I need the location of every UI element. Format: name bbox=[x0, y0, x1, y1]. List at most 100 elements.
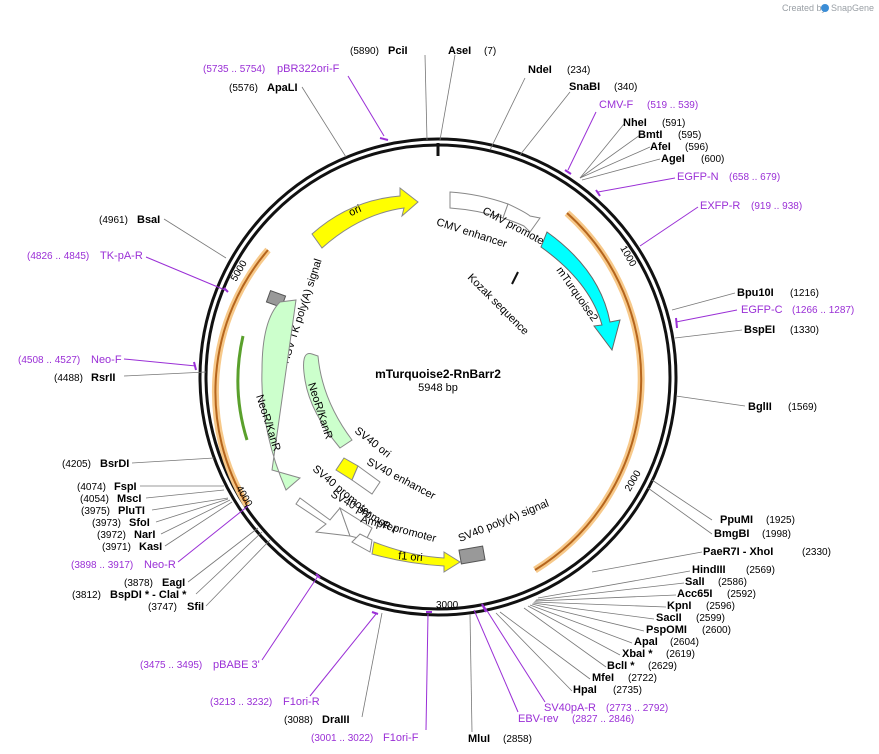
enzyme-pos: (2619) bbox=[666, 649, 695, 660]
primer-range: (3898 .. 3917) bbox=[71, 560, 133, 571]
feature-ori[interactable] bbox=[311, 186, 419, 249]
feature-cmv-promoter[interactable] bbox=[502, 203, 541, 233]
primer-name[interactable]: Neo-R bbox=[144, 559, 176, 571]
feature-neokanr-outer[interactable] bbox=[261, 299, 302, 491]
primer-name[interactable]: F1ori-R bbox=[283, 696, 320, 708]
primer-name[interactable]: CMV-F bbox=[599, 99, 634, 111]
enzyme-name[interactable]: KasI bbox=[139, 541, 162, 553]
primer-name[interactable]: Neo-F bbox=[91, 354, 122, 366]
plasmid-size: 5948 bp bbox=[418, 382, 458, 394]
feature-f1-ori[interactable] bbox=[371, 541, 461, 573]
feature-mturquoise2[interactable] bbox=[540, 231, 621, 352]
enzyme-pos: (2569) bbox=[746, 565, 775, 576]
primer-range: (519 .. 539) bbox=[647, 100, 698, 111]
feature-sv40-enhancer[interactable] bbox=[351, 465, 381, 495]
feature-kozak[interactable] bbox=[511, 271, 519, 285]
enzyme-name[interactable]: HpaI bbox=[573, 684, 597, 696]
enzyme-pos: (3972) bbox=[97, 530, 126, 541]
enzyme-name[interactable]: PluTI bbox=[118, 505, 145, 517]
enzyme-name[interactable]: ApaI bbox=[634, 636, 658, 648]
primer-name[interactable]: EGFP-N bbox=[677, 171, 719, 183]
backbone-outer-strand bbox=[198, 137, 678, 617]
primer-range: (3001 .. 3022) bbox=[311, 733, 373, 744]
primer-name[interactable]: pBR322ori-F bbox=[277, 63, 340, 75]
enzyme-name[interactable]: PpuMI bbox=[720, 514, 753, 526]
enzyme-name[interactable]: SfiI bbox=[187, 601, 204, 613]
feature-ampr-promoter[interactable] bbox=[351, 533, 373, 553]
enzyme-name[interactable]: PciI bbox=[388, 45, 408, 57]
enzyme-pos: (1330) bbox=[790, 325, 819, 336]
primer-leaders bbox=[123, 75, 738, 731]
enzyme-pos: (1925) bbox=[766, 515, 795, 526]
primer-range: (1266 .. 1287) bbox=[792, 305, 854, 316]
enzyme-name[interactable]: PaeR7I - XhoI bbox=[703, 546, 773, 558]
primer-name[interactable]: F1ori-F bbox=[383, 732, 419, 744]
enzyme-name[interactable]: KpnI bbox=[667, 600, 691, 612]
enzyme-name[interactable]: MscI bbox=[117, 493, 141, 505]
enzyme-name[interactable]: NarI bbox=[134, 529, 155, 541]
enzyme-name[interactable]: BglII bbox=[748, 401, 772, 413]
plasmid-name: mTurquoise2-RnBarr2 bbox=[375, 367, 501, 381]
enzyme-labels: (5890) PciI AseI (7) NdeI (234) SnaBI (3… bbox=[54, 45, 831, 745]
feature-neokanr-inner[interactable] bbox=[303, 353, 353, 449]
feature-label-f1-ori: f1 ori bbox=[398, 550, 423, 564]
enzyme-pos: (2629) bbox=[648, 661, 677, 672]
enzyme-name[interactable]: BsaI bbox=[137, 214, 160, 226]
enzyme-name[interactable]: BclI * bbox=[607, 660, 635, 672]
enzyme-name[interactable]: FspI bbox=[114, 481, 137, 493]
enzyme-name[interactable]: BspEI bbox=[744, 324, 775, 336]
enzyme-name[interactable]: HindIII bbox=[692, 564, 726, 576]
enzyme-pos: (4961) bbox=[99, 215, 128, 226]
enzyme-pos: (234) bbox=[567, 65, 590, 76]
enzyme-name[interactable]: SnaBI bbox=[569, 81, 600, 93]
enzyme-name[interactable]: ApaLI bbox=[267, 82, 298, 94]
enzyme-name[interactable]: MfeI bbox=[592, 672, 614, 684]
enzyme-name[interactable]: SacII bbox=[656, 612, 682, 624]
enzyme-name[interactable]: AfeI bbox=[650, 141, 671, 153]
enzyme-pos: (3878) bbox=[124, 578, 153, 589]
primer-name[interactable]: EGFP-C bbox=[741, 304, 783, 316]
enzyme-pos: (596) bbox=[685, 142, 708, 153]
enzyme-name[interactable]: Acc65I bbox=[677, 588, 712, 600]
enzyme-name[interactable]: AgeI bbox=[661, 153, 685, 165]
enzyme-name[interactable]: DraIII bbox=[322, 714, 350, 726]
primer-labels: (5735 .. 5754) pBR322ori-F CMV-F (519 ..… bbox=[18, 63, 854, 744]
primer-range: (2773 .. 2792) bbox=[606, 703, 668, 714]
primer-name[interactable]: TK-pA-R bbox=[100, 250, 143, 262]
primer-name[interactable]: pBABE 3' bbox=[213, 659, 260, 671]
feature-label-sv40-ori: SV40 ori bbox=[352, 425, 393, 460]
enzyme-name[interactable]: BmgBI bbox=[714, 528, 749, 540]
enzyme-name[interactable]: PspOMI bbox=[646, 624, 687, 636]
enzyme-pos: (2600) bbox=[702, 625, 731, 636]
primer-range: (3475 .. 3495) bbox=[140, 660, 202, 671]
enzyme-pos: (2599) bbox=[696, 613, 725, 624]
enzyme-name[interactable]: EagI bbox=[162, 577, 185, 589]
feature-sv40-polya[interactable] bbox=[458, 545, 486, 565]
enzyme-name[interactable]: SfoI bbox=[129, 517, 150, 529]
enzyme-name[interactable]: BsrDI bbox=[100, 458, 129, 470]
primer-range: (4826 .. 4845) bbox=[27, 251, 89, 262]
enzyme-name[interactable]: SalI bbox=[685, 576, 705, 588]
enzyme-pos: (4205) bbox=[62, 459, 91, 470]
credit-brand: SnapGene bbox=[831, 3, 874, 13]
enzyme-name[interactable]: MluI bbox=[468, 733, 490, 745]
enzyme-name[interactable]: XbaI * bbox=[622, 648, 653, 660]
enzyme-name[interactable]: RsrII bbox=[91, 372, 115, 384]
enzyme-name[interactable]: NdeI bbox=[528, 64, 552, 76]
primer-range: (2827 .. 2846) bbox=[572, 714, 634, 725]
primer-name[interactable]: SV40pA-R bbox=[544, 702, 596, 714]
enzyme-name[interactable]: NheI bbox=[623, 117, 647, 129]
enzyme-name[interactable]: BspDI * - ClaI * bbox=[110, 589, 187, 601]
enzyme-pos: (5890) bbox=[350, 46, 379, 57]
primer-name[interactable]: EBV-rev bbox=[518, 713, 559, 725]
enzyme-name[interactable]: BmtI bbox=[638, 129, 662, 141]
primer-name[interactable]: EXFP-R bbox=[700, 200, 740, 212]
feature-sv40-promoter-outer[interactable] bbox=[295, 497, 351, 537]
enzyme-name[interactable]: AseI bbox=[448, 45, 471, 57]
enzyme-pos: (3088) bbox=[284, 715, 313, 726]
enzyme-pos: (1216) bbox=[790, 288, 819, 299]
orf-arc-neo bbox=[214, 249, 269, 506]
feature-label-ori: ori bbox=[347, 203, 363, 219]
enzyme-name[interactable]: Bpu10I bbox=[737, 287, 774, 299]
